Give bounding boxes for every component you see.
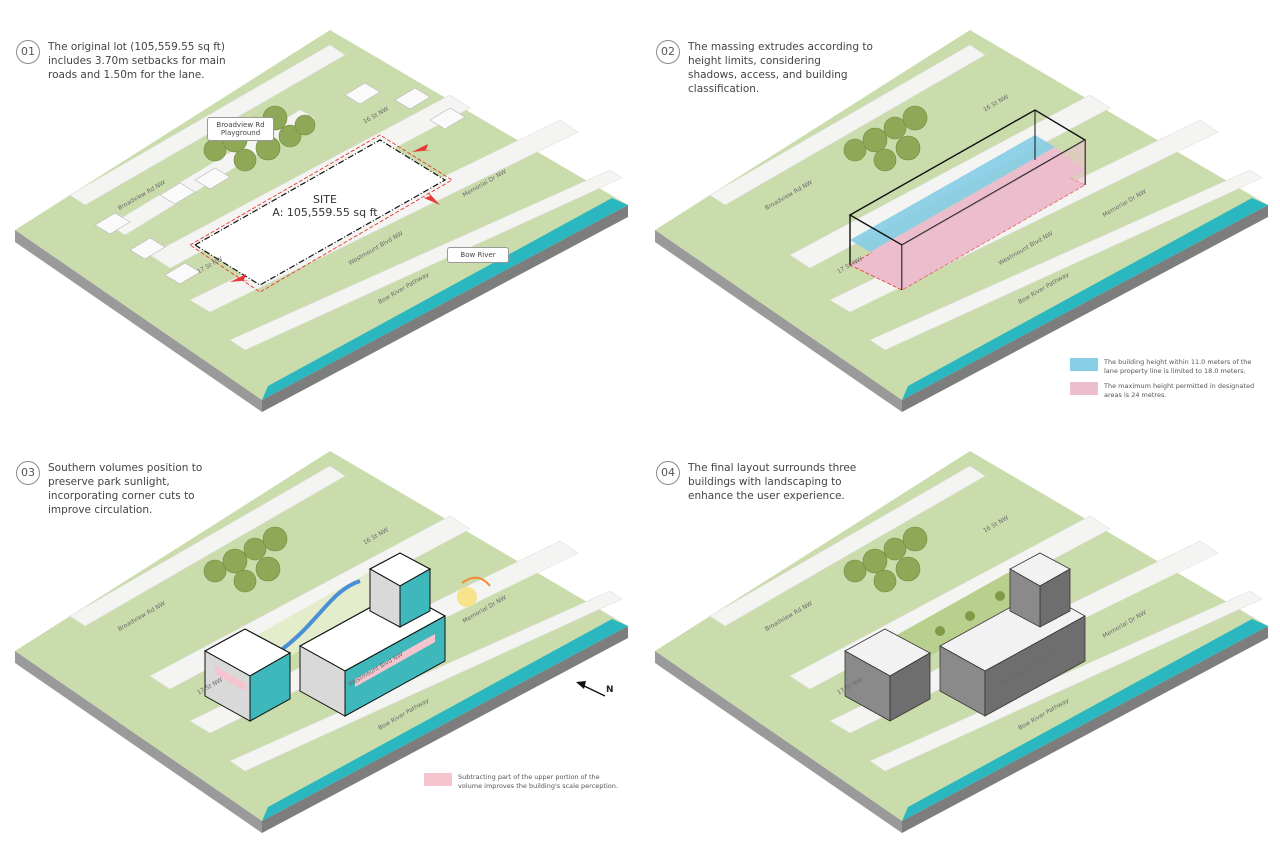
- setback-arrows: [230, 144, 440, 282]
- legend-item-max-zone: The maximum height permitted in designat…: [1070, 382, 1260, 399]
- step-caption-4: 04 The final layout surrounds three buil…: [656, 461, 873, 503]
- step-number: 02: [656, 40, 680, 64]
- legend-text: The building height within 11.0 meters o…: [1104, 358, 1252, 375]
- step-caption-text: The massing extrudes according to height…: [688, 41, 873, 95]
- step-number: 01: [16, 40, 40, 64]
- step-caption-text: Southern volumes position to preserve pa…: [48, 462, 203, 516]
- legend-text: The maximum height permitted in designat…: [1104, 382, 1255, 399]
- legend-swatch: [424, 773, 452, 786]
- river: [902, 619, 1268, 821]
- step-panel-4: 04 The final layout surrounds three buil…: [640, 421, 1280, 842]
- legend-item-tall-zone: The building height within 11.0 meters o…: [1070, 358, 1260, 375]
- legend-text: Subtracting part of the upper portion of…: [458, 773, 618, 790]
- building-center: [298, 590, 447, 717]
- site-axonometric-3: [15, 451, 628, 833]
- park-trees: [203, 526, 288, 593]
- step-caption-text: The final layout surrounds three buildin…: [688, 462, 857, 502]
- site-area: A: 105,559.55 sq ft: [272, 206, 378, 219]
- site-label: SITE A: 105,559.55 sq ft: [270, 193, 380, 219]
- legend-swatch: [1070, 382, 1098, 395]
- north-arrow: [576, 681, 606, 697]
- callout-playground: Broadview Rd Playground: [207, 117, 274, 141]
- step-caption-2: 02 The massing extrudes according to hei…: [656, 40, 873, 96]
- step-number: 04: [656, 461, 680, 485]
- legend-item-subtract: Subtracting part of the upper portion of…: [424, 773, 624, 790]
- step-panel-2: 02 The massing extrudes according to hei…: [640, 0, 1280, 421]
- site-lot: [189, 134, 453, 293]
- sun-marker: [457, 576, 491, 607]
- step-caption-1: 01 The original lot (105,559.55 sq ft) i…: [16, 40, 233, 82]
- final-buildings: [844, 552, 1086, 722]
- building-north: [368, 552, 432, 628]
- massing: [848, 109, 1087, 291]
- site-axonometric-1: [15, 30, 628, 412]
- callout-bow-river: Bow River: [447, 247, 509, 263]
- step-caption-3: 03 Southern volumes position to preserve…: [16, 461, 233, 517]
- river: [902, 198, 1268, 400]
- step-number: 03: [16, 461, 40, 485]
- step-caption-text: The original lot (105,559.55 sq ft) incl…: [48, 41, 226, 81]
- park-trees: [843, 526, 928, 593]
- site-axonometric-4: [655, 451, 1268, 833]
- legend-swatch: [1070, 358, 1098, 371]
- site-title: SITE: [313, 193, 337, 206]
- north-label: N: [606, 685, 614, 695]
- site-axonometric-2: [655, 30, 1268, 412]
- step-panel-1: 01 The original lot (105,559.55 sq ft) i…: [0, 0, 640, 421]
- step-panel-3: 03 Southern volumes position to preserve…: [0, 421, 640, 842]
- park-trees: [843, 105, 928, 172]
- river: [262, 619, 628, 821]
- houses: [94, 82, 466, 285]
- building-west: [203, 628, 292, 722]
- river: [262, 198, 628, 400]
